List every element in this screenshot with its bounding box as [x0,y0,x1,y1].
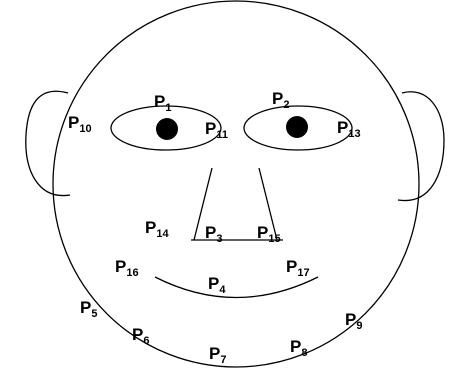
point-label-p8: P8 [290,337,307,359]
point-label-p10: P10 [68,113,92,135]
point-label-p2: P2 [272,89,289,111]
nose-right-line [258,167,278,241]
point-label-p7: P7 [209,344,226,366]
point-label-p13: P13 [337,118,361,140]
point-label-p17: P17 [286,257,310,279]
point-label-p4: P4 [208,274,226,296]
right-eye-outline [243,105,353,151]
left-pupil [156,118,178,140]
left-ear [25,90,71,197]
point-label-p6: P6 [132,325,149,347]
right-ear [397,91,445,202]
mouth-curve [154,276,319,299]
point-label-p5: P5 [80,298,97,320]
right-pupil [286,116,308,138]
point-label-p3: P3 [205,223,222,245]
point-label-p1: P1 [154,92,171,114]
nose-left-line [193,167,213,241]
left-eye-outline [110,105,222,151]
point-label-p16: P16 [115,257,139,279]
point-label-p11: P11 [205,119,228,141]
point-label-p9: P9 [345,310,362,332]
point-label-p14: P14 [145,218,169,240]
point-label-p15: P15 [257,223,281,245]
head-outline [52,0,420,368]
